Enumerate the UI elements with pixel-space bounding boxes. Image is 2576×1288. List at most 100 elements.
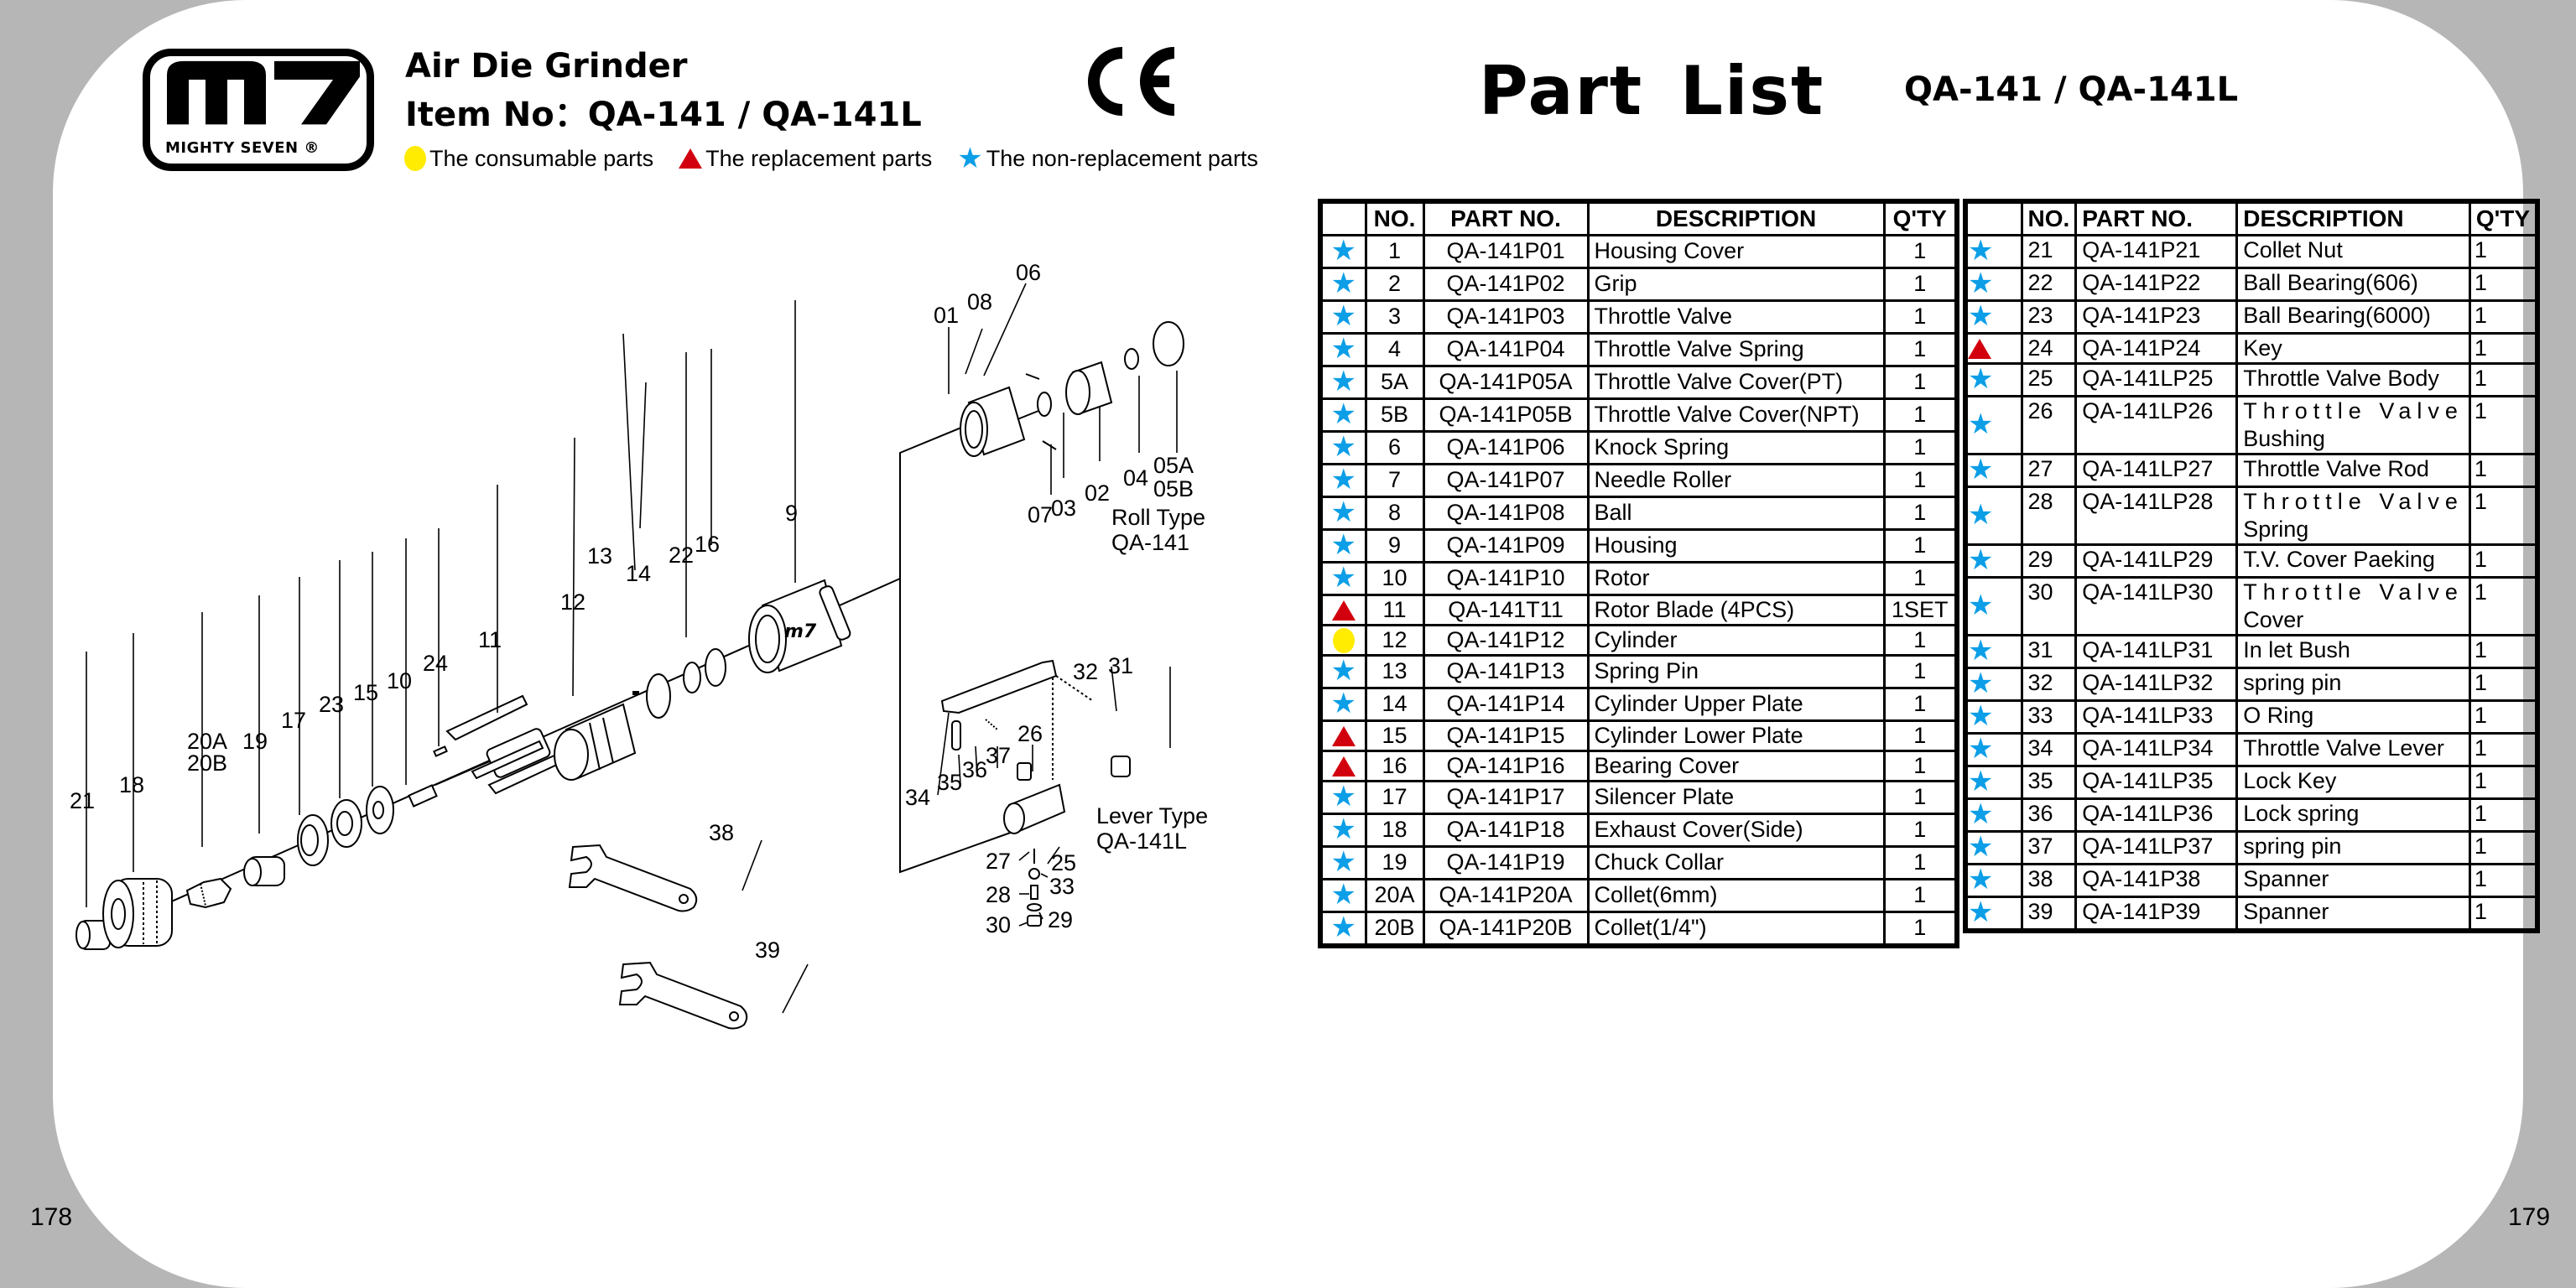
- part-quantity: 1: [1882, 397, 1959, 433]
- part-code: QA-141P15: [1422, 719, 1590, 752]
- part-quantity: 1: [1882, 233, 1959, 269]
- lever-type-model: QA-141L: [1096, 828, 1187, 854]
- col-description: DESCRIPTION: [1586, 200, 1886, 236]
- part-number-index: 5B: [1364, 397, 1425, 433]
- circle-icon: [404, 146, 426, 171]
- part-type-cell: ★: [1319, 779, 1367, 815]
- col-description: DESCRIPTION: [2235, 200, 2471, 236]
- star-icon: ★: [1968, 299, 1994, 332]
- part-quantity: 1: [1882, 495, 1959, 531]
- part-quantity: 1: [1882, 299, 1959, 335]
- star-icon: ★: [1330, 397, 1356, 430]
- part-type-cell: [1319, 719, 1367, 752]
- legend-consumable: The consumable parts: [404, 146, 653, 172]
- star-icon: ★: [1968, 667, 1994, 699]
- part-code: QA-141P03: [1422, 299, 1590, 335]
- part-description: Collet Nut: [2235, 233, 2471, 269]
- part-code: QA-141P23: [2074, 299, 2239, 335]
- roll-type-assembly: [960, 321, 1184, 457]
- part-code: QA-141P17: [1422, 779, 1590, 815]
- part-type-cell: ★: [1964, 797, 2023, 833]
- callout-9: 9: [785, 501, 798, 526]
- callout-34: 34: [905, 785, 930, 810]
- part-type-cell: ★: [1964, 299, 2023, 335]
- callout-07: 07: [1028, 502, 1053, 527]
- m7-logo-icon: [167, 60, 360, 125]
- part-description: Collet(1/4"): [1586, 910, 1886, 947]
- triangle-icon: [1331, 756, 1356, 777]
- part-type-cell: ★: [1319, 331, 1367, 367]
- callout-37: 37: [986, 743, 1011, 768]
- part-type-cell: ★: [1319, 364, 1367, 400]
- part-type-cell: ★: [1964, 485, 2023, 546]
- star-icon: ★: [1968, 498, 1994, 531]
- part-number-index: 20B: [1364, 910, 1425, 947]
- part-type-cell: ★: [1319, 233, 1367, 269]
- part-code: QA-141P01: [1422, 233, 1590, 269]
- part-type-cell: ★: [1319, 397, 1367, 433]
- housing-logo: m7: [784, 621, 817, 642]
- part-16: [705, 648, 726, 687]
- part-quantity: 1: [1882, 623, 1959, 657]
- part-code: QA-141LP27: [2074, 452, 2239, 488]
- part-code: QA-141LP33: [2074, 699, 2239, 735]
- star-icon: ★: [1330, 332, 1356, 365]
- part-description: Ball Bearing(6000): [2235, 299, 2471, 335]
- part-number-index: 2: [1364, 266, 1425, 302]
- part-code: QA-141P10: [1422, 560, 1590, 596]
- part-39-spanner: [618, 961, 748, 1030]
- part-description: O Ring: [2235, 699, 2471, 735]
- part-code: QA-141P20B: [1422, 910, 1590, 947]
- part-number-index: 28: [2020, 485, 2078, 546]
- star-icon: ★: [1968, 732, 1994, 765]
- item-number: Item No：QA-141 / QA-141L: [405, 96, 922, 134]
- part-9-housing: m7: [748, 579, 851, 673]
- part-description: Housing Cover: [1586, 233, 1886, 269]
- part-quantity: 1: [1882, 331, 1959, 367]
- exploded-diagram: m7: [70, 260, 1208, 1030]
- callout-12: 12: [560, 589, 585, 615]
- star-icon: ★: [1968, 453, 1994, 486]
- part-number-index: 13: [1364, 653, 1425, 689]
- part-number-index: 17: [1364, 779, 1425, 815]
- part-quantity: 1SET: [1882, 593, 1959, 626]
- part-code: QA-141P12: [1422, 623, 1590, 657]
- part-type-cell: ★: [1964, 266, 2023, 302]
- callout-35: 35: [937, 770, 962, 795]
- part-type-cell: [1319, 623, 1367, 657]
- part-quantity: 1: [1882, 653, 1959, 689]
- part-code: QA-141LP26: [2074, 394, 2239, 455]
- callout-13: 13: [587, 543, 612, 569]
- star-icon: ★: [957, 143, 983, 174]
- part-description: Cylinder: [1586, 623, 1886, 657]
- part-description: Lock spring: [2235, 797, 2471, 833]
- part-code: QA-141LP28: [2074, 485, 2239, 546]
- table-header: NO. PART NO. DESCRIPTION Q'TY: [1319, 200, 1959, 236]
- part-description: Throttle Valve Rod: [2235, 452, 2471, 488]
- star-icon: ★: [1330, 496, 1356, 528]
- callout-05B: 05B: [1153, 476, 1194, 501]
- part-code: QA-141LP36: [2074, 797, 2239, 833]
- star-icon: ★: [1968, 234, 1994, 267]
- part-type-cell: ★: [1964, 862, 2023, 898]
- part-23: [330, 799, 362, 848]
- part-description: spring pin: [2235, 666, 2471, 702]
- star-icon: ★: [1968, 589, 1994, 621]
- part-quantity: 1: [2468, 666, 2539, 702]
- part-type-cell: ★: [1964, 543, 2023, 579]
- roll-type-model: QA-141: [1111, 530, 1189, 555]
- part-number-index: 6: [1364, 429, 1425, 465]
- description-line-1: Throttle Valve: [2243, 579, 2464, 605]
- part-description: Grip: [1586, 266, 1886, 302]
- part-description: Spanner: [2235, 895, 2471, 932]
- part-type-cell: ★: [1964, 829, 2023, 865]
